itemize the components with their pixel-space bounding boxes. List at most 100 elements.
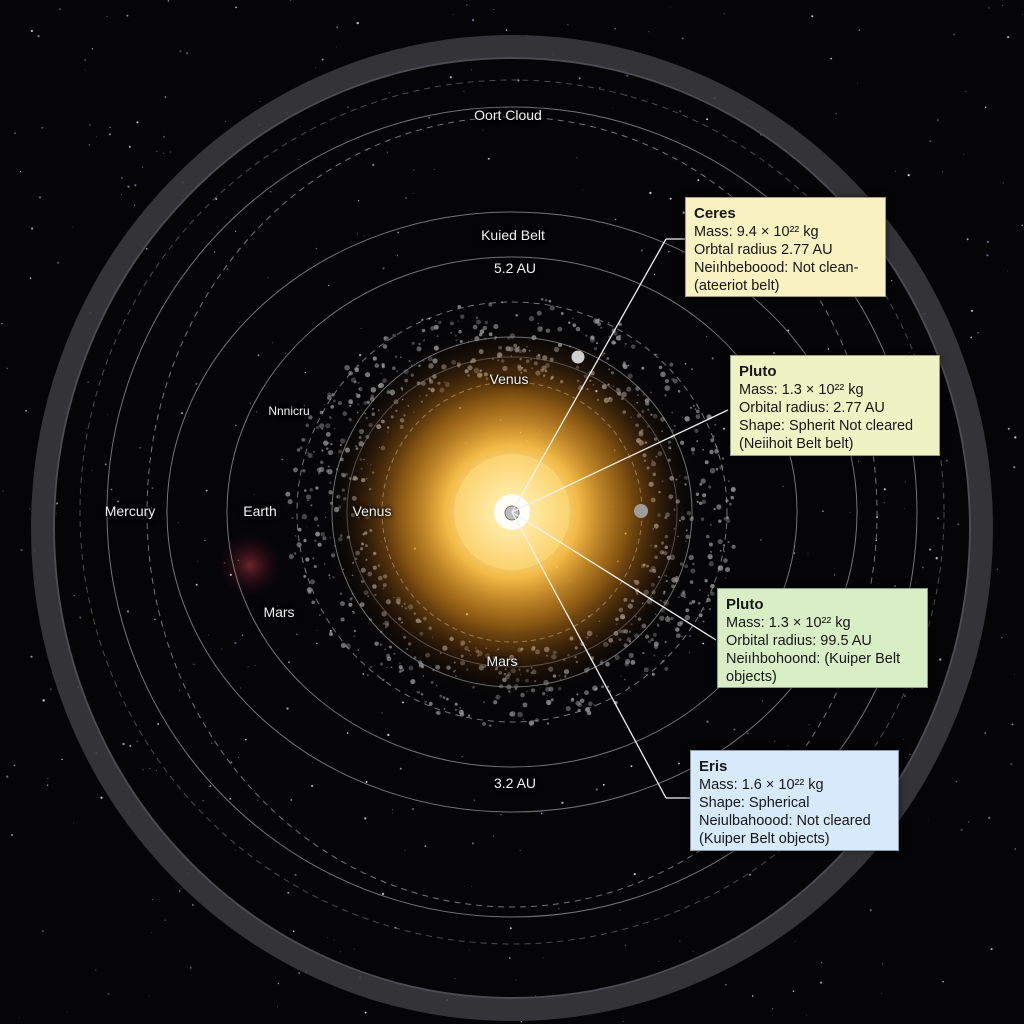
asteroid (694, 408, 697, 411)
asteroid (642, 651, 645, 655)
asteroid (607, 321, 610, 324)
star (359, 353, 362, 357)
star (304, 371, 307, 374)
star (558, 908, 560, 910)
asteroid (423, 339, 425, 341)
star (364, 817, 367, 820)
asteroid (307, 452, 309, 454)
star (543, 957, 544, 959)
star (567, 24, 569, 26)
asteroid (301, 437, 306, 442)
asteroid (630, 659, 636, 665)
star (907, 174, 910, 177)
star (25, 410, 27, 412)
orbit-dashed-kuiper (146, 116, 878, 908)
star (869, 909, 872, 912)
asteroid (540, 298, 544, 301)
asteroid (382, 678, 385, 682)
asteroid (671, 377, 675, 381)
star (960, 828, 963, 831)
asteroid (723, 550, 726, 553)
asteroid (340, 617, 345, 622)
asteroid (379, 662, 384, 666)
asteroid (420, 692, 424, 696)
star (6, 775, 9, 778)
asteroid (600, 327, 602, 329)
info-card-eris: Eris Mass: 1.6 × 10²² kg Shape: Spherica… (690, 750, 899, 851)
asteroid (317, 471, 321, 475)
asteroid (701, 614, 703, 616)
card-title: Pluto (739, 363, 777, 380)
asteroid (454, 708, 457, 711)
star (706, 336, 708, 338)
star (294, 873, 297, 876)
asteroid (658, 365, 663, 370)
star (461, 756, 463, 758)
star (28, 508, 31, 510)
star (927, 819, 929, 821)
star (835, 113, 837, 115)
star (226, 268, 229, 271)
asteroid (313, 564, 317, 569)
star (681, 37, 684, 40)
asteroid (586, 710, 592, 716)
asteroid (321, 449, 324, 452)
star (833, 574, 836, 576)
star (497, 264, 500, 267)
star (346, 732, 349, 734)
star (238, 322, 240, 324)
asteroid (544, 298, 548, 302)
asteroid (724, 577, 727, 579)
star (91, 469, 93, 471)
star (858, 29, 860, 31)
star (1022, 14, 1023, 15)
star (452, 13, 454, 15)
star (363, 235, 365, 237)
star (190, 967, 192, 969)
card-line: Mass: 9.4 × 10²² kg (694, 224, 819, 240)
star (883, 488, 886, 491)
star (179, 50, 182, 53)
oort-cloud-ring-inner-edge (53, 57, 971, 999)
star (29, 277, 32, 279)
star (653, 273, 656, 276)
star (669, 197, 672, 200)
asteroid (398, 670, 402, 673)
star (625, 94, 628, 97)
star (1013, 674, 1015, 676)
asteroid (296, 542, 302, 548)
asteroid (704, 579, 708, 583)
star (221, 648, 223, 650)
star (433, 169, 435, 170)
star (630, 765, 633, 768)
asteroid (702, 493, 707, 498)
star (471, 842, 474, 845)
star (129, 744, 132, 748)
star (421, 318, 424, 321)
asteroid (304, 489, 307, 492)
asteroid (653, 654, 656, 657)
star (830, 57, 833, 60)
asteroid (681, 635, 683, 637)
mars-left-label: Mars (263, 604, 295, 620)
star (104, 463, 107, 466)
asteroid (575, 326, 581, 332)
star (990, 948, 993, 951)
star (133, 204, 136, 206)
asteroid (313, 451, 315, 453)
orbit-dashed-outer (79, 79, 945, 945)
star (970, 309, 974, 312)
star (91, 48, 94, 50)
star (493, 9, 495, 11)
star (725, 983, 727, 986)
asteroid (424, 700, 428, 704)
star (267, 277, 269, 279)
asteroid (517, 711, 523, 718)
asteroid (575, 700, 581, 706)
asteroid (651, 672, 655, 676)
asteroid (319, 410, 324, 415)
asteroid (325, 432, 331, 437)
asteroid (421, 328, 426, 333)
star (669, 7, 671, 9)
leader-lines (511, 238, 729, 799)
